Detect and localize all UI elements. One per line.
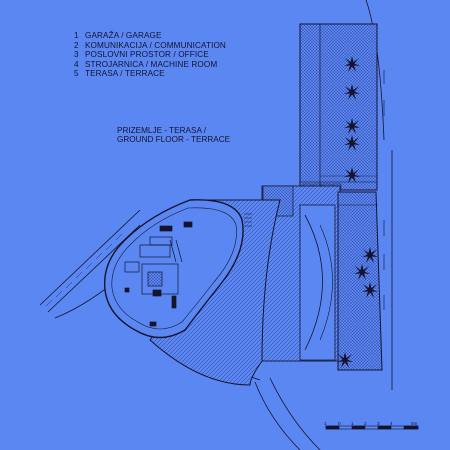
east-terrace-block: [337, 191, 383, 371]
building-core: [124, 221, 193, 327]
scale-tick-label: 5m: [411, 421, 418, 426]
scale-tick-label: 0: [338, 421, 341, 426]
office-building-outline: [103, 199, 244, 339]
north-terrace-block: [299, 23, 378, 191]
floor-title: PRIZEMLJE - TERASA / GROUND FLOOR - TERR…: [117, 126, 230, 144]
floor-title-line-1: PRIZEMLJE - TERASA /: [117, 126, 207, 135]
scale-tick-label: 3: [377, 421, 380, 426]
scale-tick-label: 1: [324, 421, 327, 426]
scale-tick-label: 1: [351, 421, 354, 426]
scale-bar: [325, 425, 419, 430]
scale-tick-label: 4: [390, 421, 393, 426]
scale-tick-label: 2: [364, 421, 367, 426]
floor-title-line-2: GROUND FLOOR - TERRACE: [117, 135, 231, 144]
